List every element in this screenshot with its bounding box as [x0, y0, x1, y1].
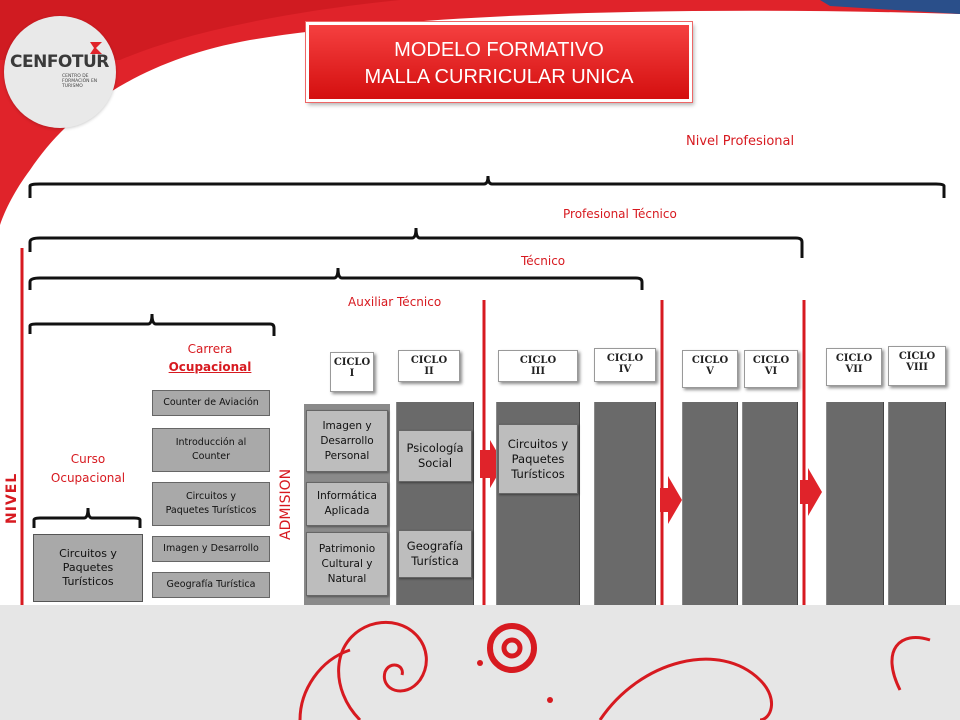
curso-title-line-2: Ocupacional: [50, 471, 126, 485]
title-line-2: MALLA CURRICULAR UNICA: [364, 66, 634, 88]
curso-item: Circuitos y Paquetes Turísticos: [33, 534, 143, 602]
nivel-vertical-label: NIVEL: [4, 472, 20, 524]
ciclo-number: VIII: [906, 362, 928, 373]
ciclo-7-column: [826, 402, 884, 605]
carrera-item: Counter de Aviación: [152, 390, 270, 416]
blue-corner: [820, 0, 960, 14]
carrera-item: Circuitos y Paquetes Turísticos: [152, 482, 270, 526]
ciclo-number: IV: [618, 364, 632, 375]
course-box: Patrimonio Cultural y Natural: [306, 532, 388, 596]
ciclo-label: CICLO: [691, 355, 729, 366]
ciclo-6-header: CICLO VI: [744, 350, 798, 388]
arrow-icon: [480, 440, 504, 488]
level-label-profesional-tecnico: Profesional Técnico: [563, 207, 677, 221]
bracket-auxiliar-tecnico: [28, 313, 276, 336]
logo: [4, 16, 116, 128]
bracket-curso-ocupacional: [32, 507, 142, 528]
ciclo-number: II: [424, 366, 434, 377]
ciclo-label: CICLO: [606, 353, 644, 364]
dot-decoration: [547, 697, 553, 703]
ciclo-label: CICLO: [519, 355, 557, 366]
ciclo-7-header: CICLO VII: [826, 348, 882, 386]
arrow-icon: [660, 476, 682, 524]
ciclo-4-header: CICLO IV: [594, 348, 656, 382]
curso-ocupacional-title: Curso Ocupacional: [48, 450, 128, 488]
carrera-item: Introducción al Counter: [152, 428, 270, 472]
ciclo-label: CICLO: [898, 351, 936, 362]
carrera-item: Imagen y Desarrollo: [152, 536, 270, 562]
carrera-ocupacional-title: Carrera Ocupacional: [150, 340, 270, 376]
logo-mark-icon: [90, 42, 102, 54]
bracket-profesional-tecnico: [28, 227, 804, 258]
ciclo-5-column: [682, 402, 738, 605]
ciclo-2-header: CICLO II: [398, 350, 460, 382]
spiral-decoration: [298, 620, 931, 720]
course-box: Geografía Turística: [398, 530, 472, 578]
course-box: Psicología Social: [398, 430, 472, 482]
arrow-icon: [800, 468, 822, 516]
ciclo-label: CICLO: [752, 355, 790, 366]
ciclo-label: CICLO: [333, 357, 371, 368]
carrera-item: Geografía Turística: [152, 572, 270, 598]
admision-vertical-label: ADMISION: [278, 468, 294, 540]
logo-name: CENFOTUR: [10, 52, 109, 72]
ciclo-8-header: CICLO VIII: [888, 346, 946, 386]
bracket-nivel-profesional: [28, 175, 946, 198]
carrera-title-line-2: Ocupacional: [168, 360, 252, 374]
bracket-tecnico: [28, 267, 644, 290]
ciclo-label: CICLO: [410, 355, 448, 366]
carrera-title-line-1: Carrera: [187, 342, 233, 356]
ciclo-number: I: [349, 368, 355, 379]
logo-subtitle: CENTRO DE FORMACIÓN EN TURISMO: [62, 74, 98, 89]
ciclo-number: III: [530, 366, 546, 377]
ciclo-6-column: [742, 402, 798, 605]
ciclo-label: CICLO: [835, 353, 873, 364]
curso-title-line-1: Curso: [70, 452, 106, 466]
ciclo-5-header: CICLO V: [682, 350, 738, 388]
level-label-auxiliar-tecnico: Auxiliar Técnico: [348, 295, 442, 309]
level-label-tecnico: Técnico: [521, 254, 566, 268]
level-label-profesional: Nivel Profesional: [686, 134, 795, 149]
ciclo-3-header: CICLO III: [498, 350, 578, 382]
dot-decoration: [477, 660, 483, 666]
ciclo-number: V: [706, 366, 714, 377]
progress-arrows: [480, 440, 822, 524]
title-line-1: MODELO FORMATIVO: [394, 39, 604, 61]
ciclo-number: VI: [764, 366, 778, 377]
course-box: Imagen y Desarrollo Personal: [306, 410, 388, 472]
ciclo-4-column: [594, 402, 656, 605]
level-brackets: [28, 175, 946, 528]
ciclo-number: VII: [845, 364, 863, 375]
page-title: MODELO FORMATIVO MALLA CURRICULAR UNICA: [306, 22, 692, 102]
ciclo-1-header: CICLO I: [330, 352, 374, 392]
ciclo-8-column: [888, 402, 946, 605]
course-box: Circuitos y Paquetes Turísticos: [498, 424, 578, 494]
course-box: Informática Aplicada: [306, 482, 388, 526]
